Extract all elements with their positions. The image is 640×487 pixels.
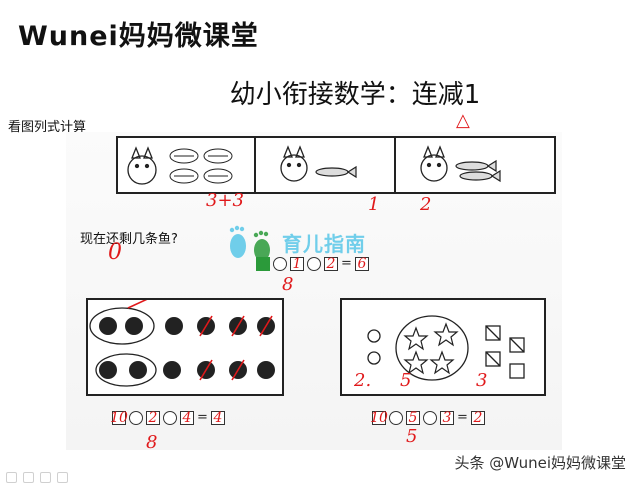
footprints-logo-icon [229, 225, 270, 261]
equation-box: 2 [324, 256, 338, 272]
handwritten-stars-left: 2. [354, 370, 372, 391]
handwritten-after-second: 2 [420, 194, 432, 215]
handwritten-stars-right: 3 [476, 370, 488, 391]
operator-circle [389, 410, 403, 425]
equation-box: 1 [290, 256, 304, 272]
shapes-panel [340, 298, 546, 396]
equals-sign: = [341, 256, 352, 271]
brand-title: Wunei妈妈微课堂 [18, 21, 259, 52]
fish-pile-icon [169, 148, 233, 184]
equation-result-box: 2 [470, 410, 485, 426]
cat-icon [420, 145, 448, 182]
watermark-text: 育儿指南 [282, 231, 366, 256]
handwritten-fish-result: 8 [282, 274, 294, 295]
fish-icon [455, 159, 497, 173]
equals-sign: = [457, 410, 468, 425]
equation-box: 10 [110, 409, 128, 426]
page-title: 幼小衔接数学：连减1 [229, 80, 481, 110]
operator-circle [307, 256, 321, 271]
next-icon[interactable] [57, 472, 68, 483]
handwritten-shapes-under: 5 [406, 426, 418, 447]
presentation-toolbar[interactable] [6, 472, 68, 483]
handwritten-squirrel-under: 8 [146, 432, 158, 453]
equation-box: 3 [440, 410, 454, 426]
handwritten-after-first: 1 [368, 194, 380, 215]
prev-icon[interactable] [6, 472, 17, 483]
handwritten-stars-mid: 5 [400, 370, 412, 391]
strip-divider [394, 138, 396, 192]
squirrel-equation: 10 2 4 = 4 [110, 409, 225, 426]
handwritten-top-mark: △ [456, 110, 470, 131]
handwritten-cats-count: 3+3 [206, 190, 244, 211]
squirrel-illustrations [89, 300, 275, 387]
strip-divider [254, 138, 256, 192]
operator-circle [423, 410, 437, 425]
operator-circle [129, 410, 143, 425]
equals-sign: = [197, 410, 208, 425]
equation-box: 4 [180, 410, 194, 426]
footer-credit: 头条 @Wunei妈妈微课堂 [454, 454, 626, 472]
operator-circle [163, 410, 177, 425]
pen-icon[interactable] [23, 472, 34, 483]
equation-box [256, 256, 270, 271]
shapes-illustrations [367, 315, 525, 381]
equation-box: 5 [406, 410, 420, 426]
question-text: 现在还剩几条鱼? [80, 232, 178, 247]
cat-fish-illustrations [127, 145, 501, 185]
equation-result-box: 4 [210, 410, 225, 426]
squirrel-panel [86, 298, 284, 396]
shapes-equation: 10 5 3 = 2 [370, 409, 485, 426]
equation-box: 10 [370, 409, 388, 426]
fish-icon [315, 165, 357, 179]
cat-fish-strip [116, 136, 556, 194]
cat-icon [280, 145, 308, 182]
equation-box: 2 [146, 410, 160, 426]
watermark: 育儿指南 [224, 222, 366, 262]
operator-circle [273, 256, 287, 271]
handwritten-zero: 0 [108, 240, 122, 265]
menu-icon[interactable] [40, 472, 51, 483]
cat-icon [127, 146, 157, 185]
fish-icon [459, 169, 501, 183]
worksheet-instruction: 看图列式计算 [8, 120, 87, 135]
fish-equation: 1 2 = 6 [256, 256, 369, 272]
equation-result-box: 6 [354, 256, 369, 272]
